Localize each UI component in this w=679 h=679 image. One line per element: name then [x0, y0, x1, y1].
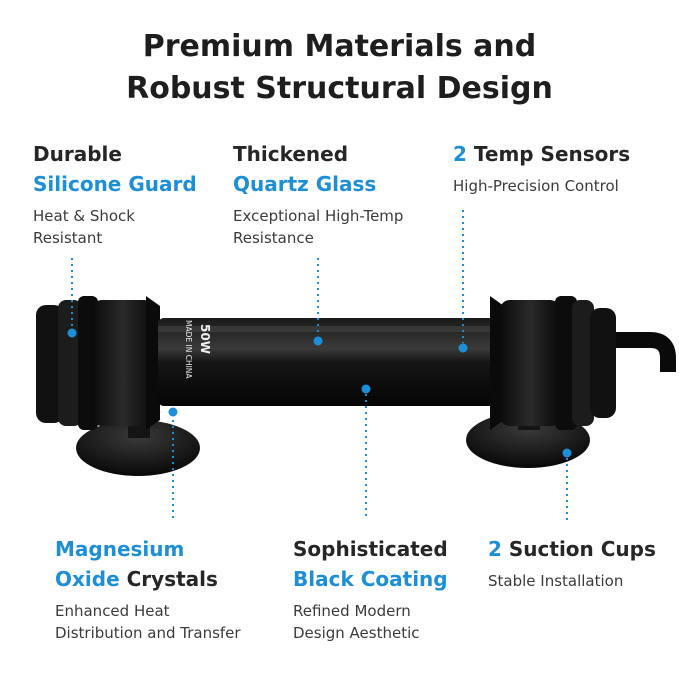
right-guard-rib-1 [555, 296, 577, 430]
feature-magnesium-line2-dark: Crystals [126, 567, 218, 591]
feature-magnesium-line1: Magnesium [55, 537, 185, 561]
feature-silicone-line1: Durable [33, 142, 122, 166]
title-line-1: Premium Materials and [142, 29, 537, 64]
feature-coating-desc-2: Design Aesthetic [293, 624, 420, 642]
right-guard-body [500, 300, 560, 426]
feature-temp-sensors: 2 Temp Sensors High-Precision Control [453, 139, 630, 197]
feature-coating-line1: Sophisticated [293, 537, 448, 561]
feature-sensors-count: 2 [453, 142, 467, 166]
page-title: Premium Materials and Robust Structural … [0, 26, 679, 110]
right-guard-rib-3 [590, 308, 616, 418]
feature-quartz-desc: Exceptional High-Temp Resistance [233, 205, 403, 249]
feature-quartz-line1: Thickened [233, 142, 349, 166]
callout-dot-suction [562, 448, 572, 458]
feature-magnesium-desc-2: Distribution and Transfer [55, 624, 241, 642]
feature-magnesium-desc-1: Enhanced Heat [55, 602, 170, 620]
feature-magnesium-line2-blue: Oxide [55, 567, 120, 591]
tube-highlight [158, 326, 503, 332]
feature-coating-desc-1: Refined Modern [293, 602, 411, 620]
feature-magnesium-line2: Oxide Crystals [55, 564, 241, 594]
feature-silicone-desc-2: Resistant [33, 229, 103, 247]
feature-silicone-desc: Heat & Shock Resistant [33, 205, 197, 249]
origin-label: MADE IN CHINA [184, 320, 193, 379]
feature-suction-count: 2 [488, 537, 502, 561]
feature-quartz-desc-2: Resistance [233, 229, 314, 247]
feature-suction-text: Suction Cups [508, 537, 656, 561]
suction-cup-left [76, 420, 200, 476]
feature-quartz-desc-1: Exceptional High-Temp [233, 207, 404, 225]
feature-quartz-line2: Quartz Glass [233, 172, 377, 196]
feature-silicone-guard: Durable Silicone Guard Heat & Shock Resi… [33, 139, 197, 249]
silicone-guard-rib-1 [36, 305, 64, 423]
feature-silicone-line2: Silicone Guard [33, 172, 197, 196]
callout-dot-magnesium [168, 407, 178, 417]
wattage-label: 50W [198, 324, 212, 354]
feature-magnesium-desc: Enhanced Heat Distribution and Transfer [55, 600, 241, 644]
feature-quartz-glass: Thickened Quartz Glass Exceptional High-… [233, 139, 403, 249]
feature-black-coating: Sophisticated Black Coating Refined Mode… [293, 534, 448, 644]
feature-magnesium-oxide: Magnesium Oxide Crystals Enhanced Heat D… [55, 534, 241, 644]
silicone-guard-body [92, 300, 154, 426]
feature-suction-desc-1: Stable Installation [488, 572, 624, 590]
feature-sensors-text: Temp Sensors [473, 142, 631, 166]
feature-suction-cups: 2 Suction Cups Stable Installation [488, 534, 656, 592]
feature-suction-heading: 2 Suction Cups [488, 534, 656, 564]
feature-coating-desc: Refined Modern Design Aesthetic [293, 600, 448, 644]
callout-dot-quartz [313, 336, 323, 346]
feature-coating-line2: Black Coating [293, 567, 448, 591]
feature-silicone-desc-1: Heat & Shock [33, 207, 135, 225]
callout-dot-silicone [67, 328, 77, 338]
right-guard-rib-2 [572, 300, 594, 426]
power-cord [610, 332, 676, 372]
feature-sensors-desc: High-Precision Control [453, 175, 630, 197]
callout-dot-sensors [458, 343, 468, 353]
feature-suction-desc: Stable Installation [488, 570, 656, 592]
feature-sensors-heading: 2 Temp Sensors [453, 139, 630, 169]
title-line-2: Robust Structural Design [126, 71, 553, 106]
silicone-guard-flange [146, 296, 160, 430]
feature-sensors-desc-1: High-Precision Control [453, 177, 619, 195]
quartz-tube [158, 318, 503, 406]
callout-dot-coating [361, 384, 371, 394]
